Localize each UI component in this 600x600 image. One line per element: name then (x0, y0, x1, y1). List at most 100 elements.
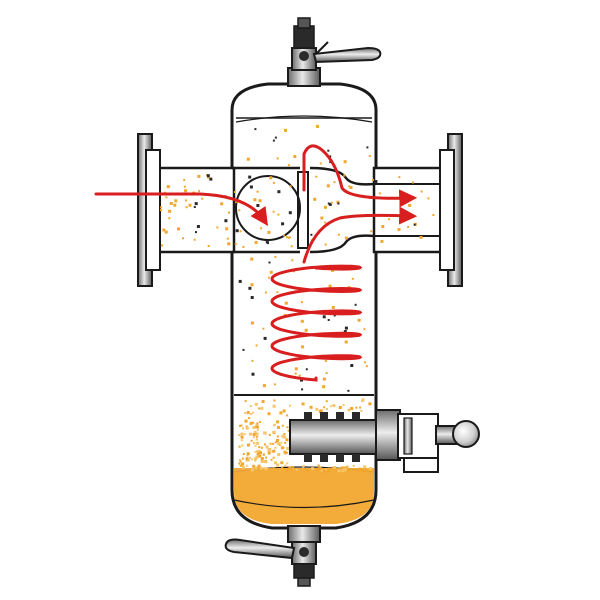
particle (249, 421, 253, 425)
particle (245, 459, 248, 462)
particle (244, 400, 247, 403)
particle (337, 469, 341, 473)
particle (336, 200, 340, 204)
horizontal-pipe (144, 166, 454, 254)
particle (279, 411, 283, 415)
particle (327, 202, 330, 205)
particle (274, 255, 277, 258)
particle (260, 446, 263, 449)
particle (432, 214, 435, 216)
particle (368, 467, 372, 471)
particle (413, 223, 416, 226)
particle (352, 464, 355, 467)
particle (253, 430, 257, 434)
particle (259, 421, 262, 423)
particle (228, 211, 230, 214)
particle (262, 453, 265, 456)
particle (257, 466, 260, 469)
particle (311, 467, 315, 471)
particle (263, 460, 267, 464)
particle (254, 402, 258, 406)
inlet-flow-arrow (94, 192, 268, 226)
particle (252, 468, 254, 471)
particle (374, 180, 378, 183)
particle (256, 204, 260, 207)
particle (246, 157, 250, 161)
particle (325, 400, 328, 403)
particle (246, 411, 250, 415)
particle (254, 466, 258, 470)
particle (226, 237, 229, 240)
particle (337, 202, 340, 205)
particle (327, 319, 330, 321)
top-ball-valve-icon[interactable] (287, 17, 382, 87)
particle (289, 185, 292, 188)
particle (273, 399, 276, 402)
particle (348, 409, 351, 412)
particle (368, 155, 371, 157)
particle (198, 190, 201, 193)
particle (315, 175, 318, 178)
particle (165, 196, 168, 199)
particle (241, 466, 245, 470)
particle (239, 230, 242, 233)
vessel-inner-top-arc (235, 115, 373, 123)
particle (267, 276, 270, 279)
particle (282, 234, 285, 237)
particle (282, 409, 286, 413)
particle (344, 236, 348, 240)
particle (257, 464, 261, 468)
particle (242, 348, 245, 351)
spiral-vortex-flow (270, 264, 363, 382)
particle (300, 378, 303, 382)
particle (244, 419, 248, 423)
particle (284, 301, 288, 305)
particle (240, 435, 244, 439)
particle (184, 189, 188, 193)
particle (324, 221, 327, 224)
particle (249, 185, 253, 189)
bottom-ball-valve-icon[interactable] (224, 525, 321, 587)
particle (344, 326, 348, 330)
particle (348, 185, 351, 188)
particle (343, 330, 347, 334)
particle (294, 372, 297, 375)
particle (333, 181, 336, 184)
particle (162, 228, 166, 232)
particle (322, 377, 326, 381)
particle (378, 192, 381, 195)
particle (308, 468, 311, 471)
particle (273, 383, 276, 386)
particle (346, 465, 349, 468)
particle (361, 468, 364, 471)
particle (207, 245, 210, 247)
particle (295, 469, 298, 471)
particle (206, 174, 210, 178)
particle (316, 124, 319, 128)
particle (188, 203, 192, 207)
particle (327, 467, 331, 471)
particle (397, 228, 401, 232)
particle (276, 157, 279, 160)
particle (333, 314, 336, 317)
particle (326, 184, 330, 188)
particle (286, 236, 288, 239)
particle (301, 345, 305, 349)
particle (368, 402, 372, 406)
particle (276, 291, 279, 294)
particle (283, 433, 286, 435)
particle (164, 230, 168, 234)
particle (267, 448, 271, 452)
particle (177, 227, 180, 231)
particle (242, 453, 245, 455)
particle (254, 444, 257, 447)
particle (381, 225, 385, 228)
particle (272, 181, 275, 184)
particle (255, 432, 259, 436)
particle (419, 235, 423, 239)
particle (196, 225, 200, 228)
particle (420, 190, 423, 193)
particle (259, 469, 262, 472)
particle (337, 233, 340, 236)
particle (277, 213, 280, 216)
